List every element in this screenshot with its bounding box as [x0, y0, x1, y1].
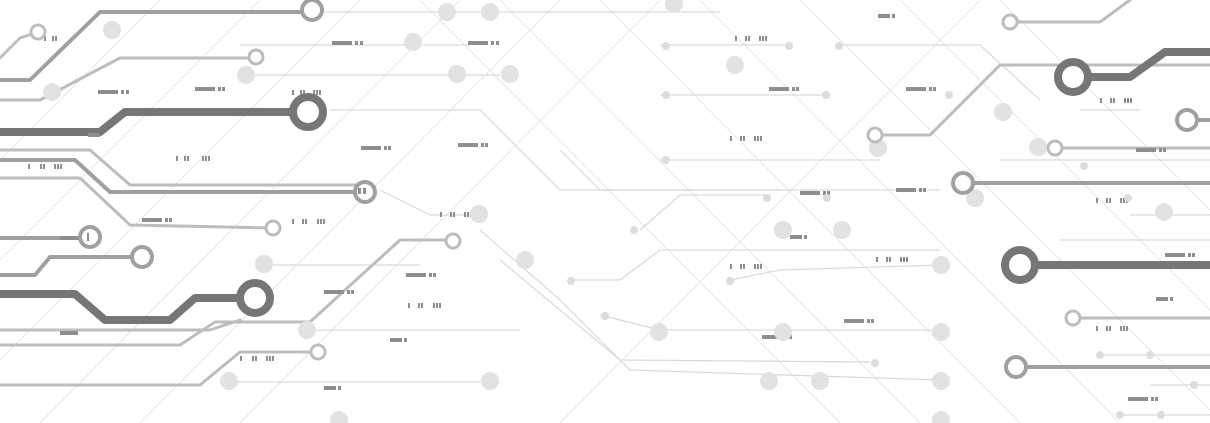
tiny-nodes — [567, 42, 1198, 419]
thin-traces — [225, 11, 1210, 416]
dark-traces — [0, 48, 1210, 324]
circuit-pad-icons — [43, 0, 1173, 423]
circuit-chip-icons — [60, 14, 1195, 401]
tick-groups — [28, 36, 1132, 361]
ring-inserts — [87, 188, 366, 241]
circuit-node-icons — [29, 0, 1199, 379]
light-traces — [0, 0, 1210, 387]
